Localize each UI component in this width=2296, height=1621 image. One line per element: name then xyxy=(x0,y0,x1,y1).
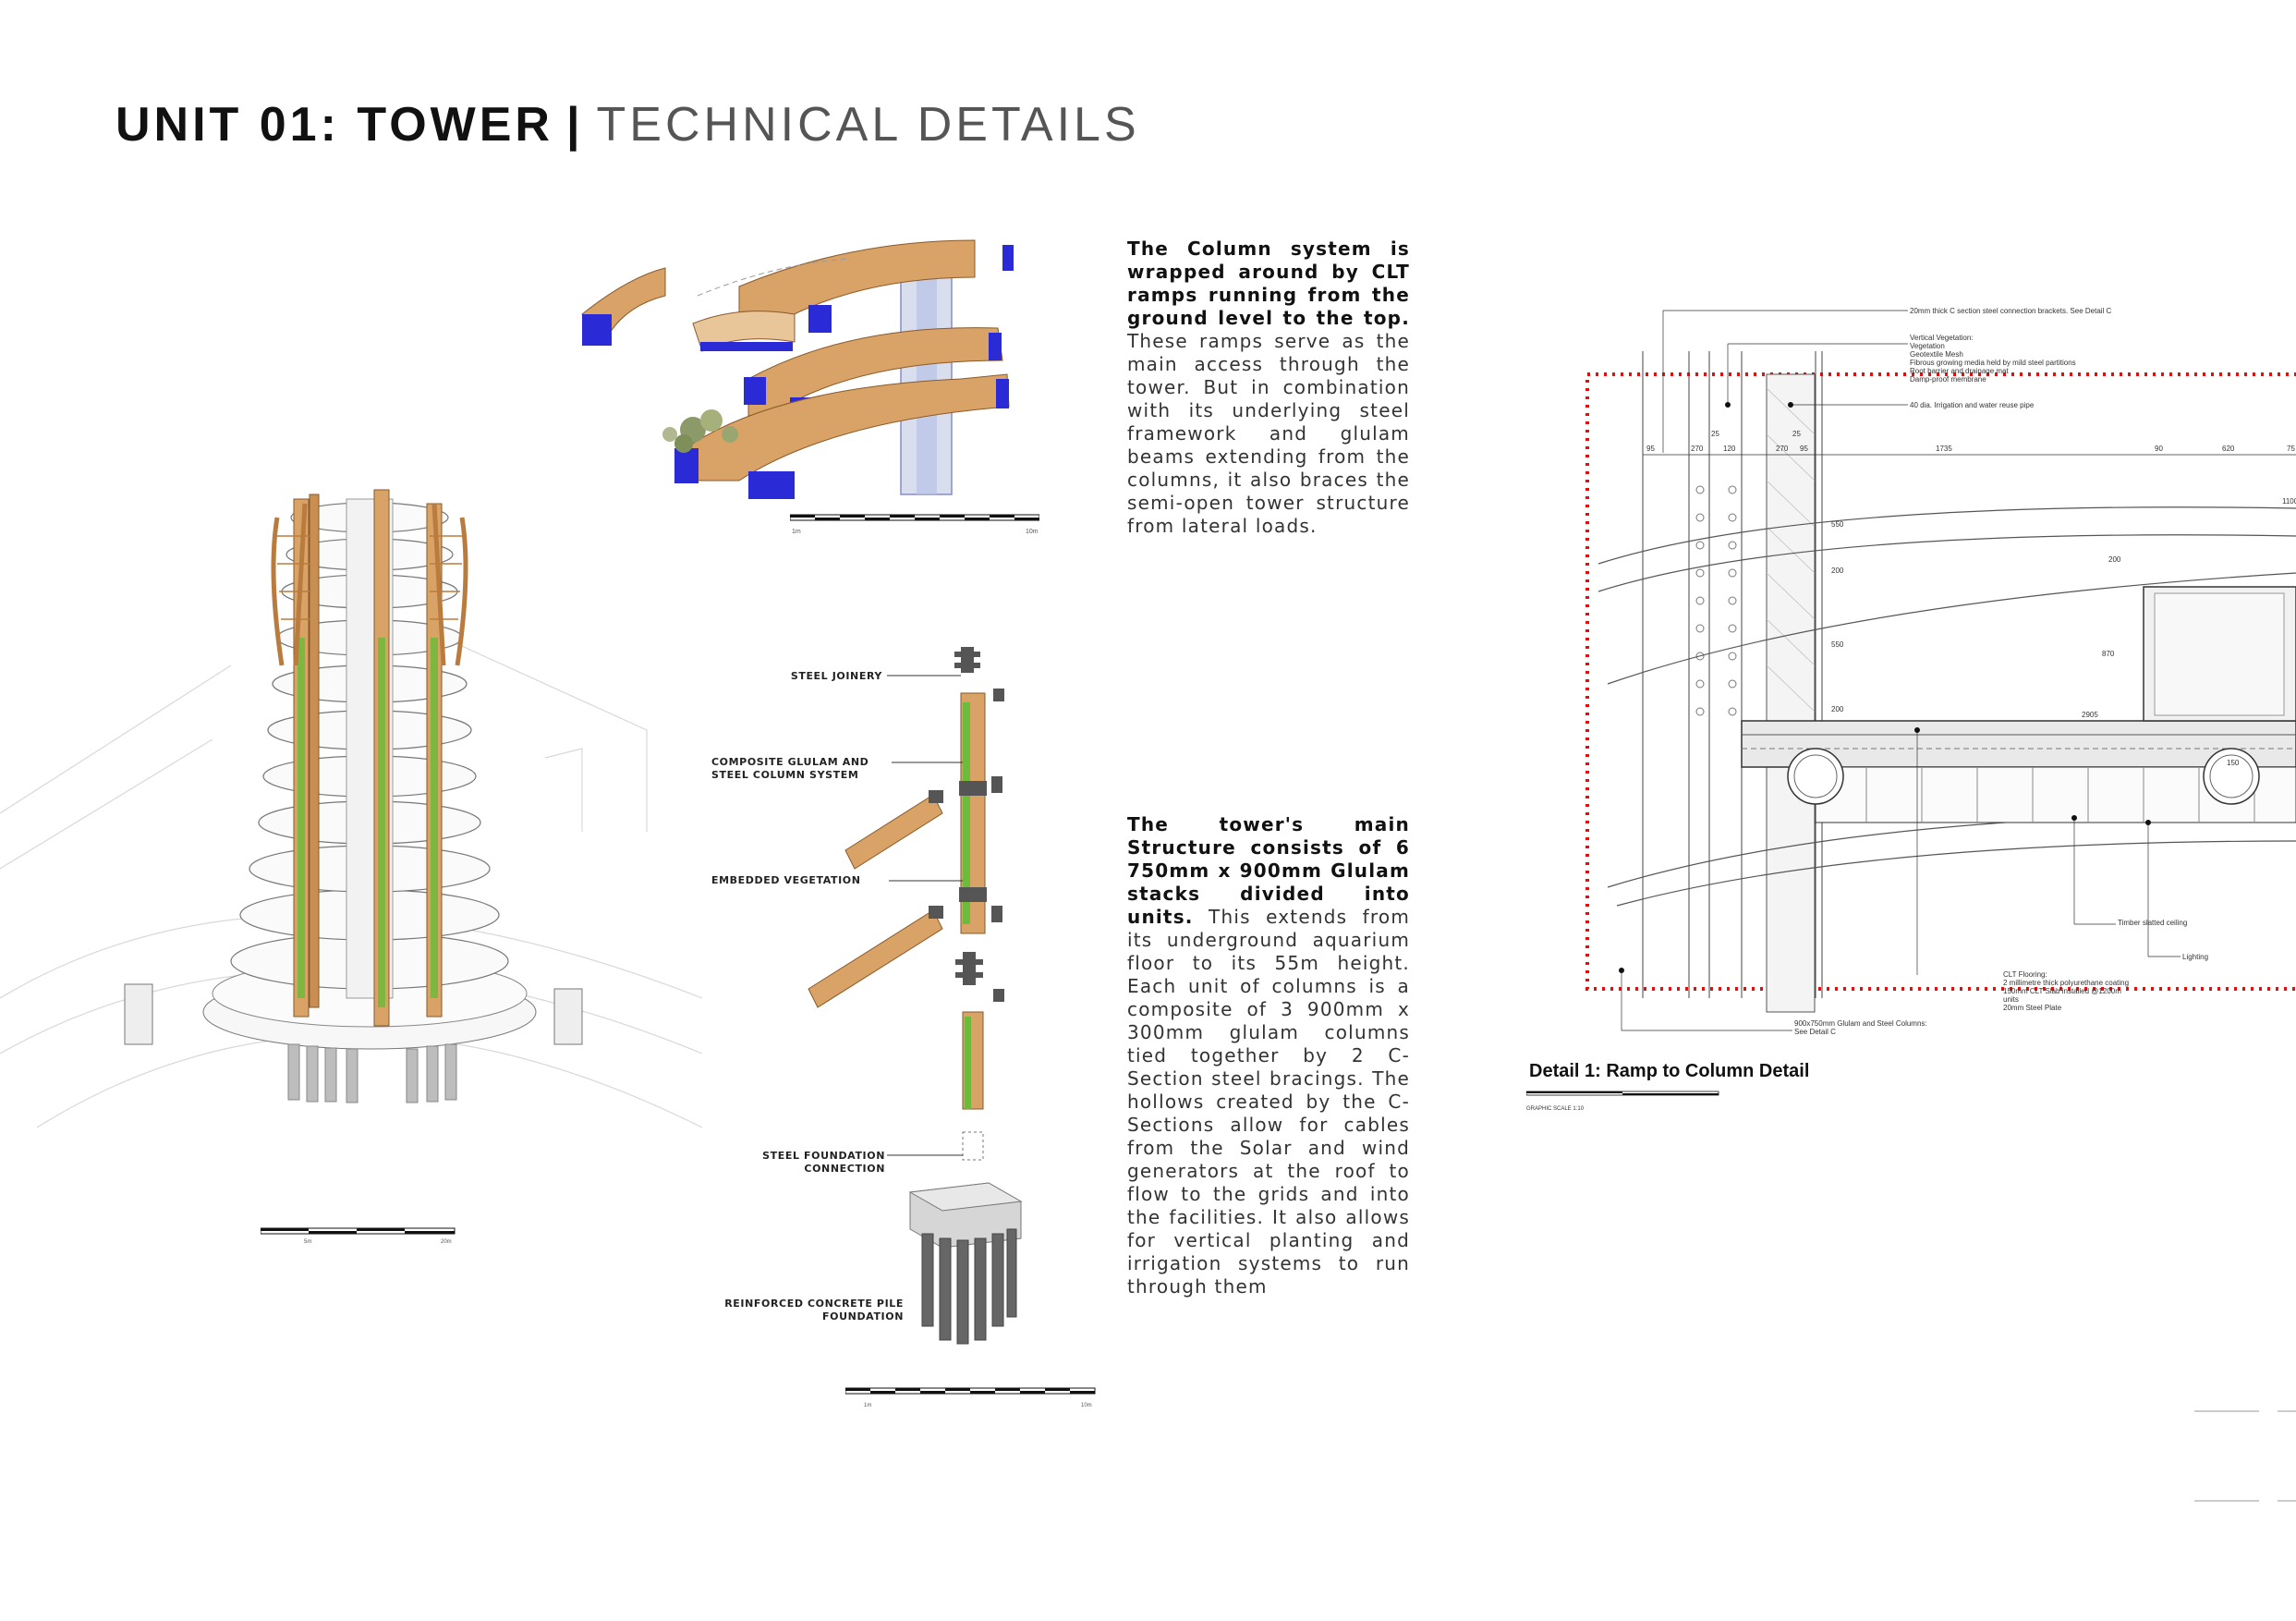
label-pile-foundation: REINFORCED CONCRETE PILE FOUNDATION xyxy=(702,1298,904,1323)
title-separator: | xyxy=(565,98,584,152)
label-pile-line2: FOUNDATION xyxy=(822,1310,904,1322)
tower-scale-bar: 5m 20m xyxy=(261,1227,456,1245)
column-scale-bar: 1m 10m xyxy=(845,1387,1096,1408)
ramp-scale-bar: 1m 10m xyxy=(790,514,1039,535)
crop-marks xyxy=(2194,1410,2296,1502)
note-lighting: Lighting xyxy=(2182,953,2209,961)
note-vv-line5: Root barrier and drainage mat xyxy=(1910,367,2009,375)
tower-axonometric xyxy=(0,489,703,1128)
label-composite-line1: COMPOSITE GLULAM AND xyxy=(711,756,869,768)
detail-scale-label: GRAPHIC SCALE 1:10 xyxy=(1526,1106,1585,1112)
note-vv-line6: Damp-proof membrane xyxy=(1910,375,1986,384)
note-gc-line1: 900x750mm Glulam and Steel Columns: xyxy=(1794,1019,1927,1028)
dim-5: 1735 xyxy=(1936,445,1952,453)
detail-scale-bar xyxy=(1526,1091,1719,1096)
ramp-description-bold: The Column system is wrapped around by C… xyxy=(1127,238,1410,329)
dim-3: 270 xyxy=(1776,445,1789,453)
note-vertical-vegetation: Vertical Vegetation: Vegetation Geotexti… xyxy=(1910,334,2076,384)
note-clt-line2: 2 millimetre thick polyurethane coating xyxy=(2003,979,2130,987)
tower-scale-start: 5m xyxy=(304,1239,311,1245)
dim-17: 150 xyxy=(2227,759,2240,767)
ramp-description-body: These ramps serve as the main access thr… xyxy=(1127,330,1410,537)
note-timber-ceiling: Timber slatted ceiling xyxy=(2118,919,2188,927)
dim-7: 620 xyxy=(2222,445,2235,453)
dim-6: 90 xyxy=(2155,445,2163,453)
ramp-scale-start: 1m xyxy=(792,529,801,535)
dim-12: 200 xyxy=(1831,567,1844,575)
note-irrigation-pipe: 40 dia. Irrigation and water reuse pipe xyxy=(1910,401,2035,409)
structure-description-body: This extends from its underground aquari… xyxy=(1127,906,1410,1298)
ramp-exploded-diagram xyxy=(581,239,1014,499)
dim-4: 95 xyxy=(1800,445,1808,453)
label-composite-line2: STEEL COLUMN SYSTEM xyxy=(711,769,859,781)
dim-9: 25 xyxy=(1711,430,1719,438)
title-light: TECHNICAL DETAILS xyxy=(596,98,1140,152)
label-embedded-vegetation: EMBEDDED VEGETATION xyxy=(711,874,861,886)
note-clt-line1: CLT Flooring: xyxy=(2003,970,2047,979)
dim-13: 550 xyxy=(1831,640,1844,649)
note-vv-line3: Geotextile Mesh xyxy=(1910,350,1963,359)
label-foundation-connection: STEEL FOUNDATION CONNECTION xyxy=(721,1150,885,1176)
structure-description: The tower's main Structure consists of 6… xyxy=(1127,813,1410,1298)
note-vv-line1: Vertical Vegetation: xyxy=(1910,334,1974,342)
dim-2: 120 xyxy=(1723,445,1736,453)
note-clt-line4: units xyxy=(2003,995,2019,1004)
column-exploded-diagram xyxy=(808,647,1023,1345)
ramp-scale-end: 10m xyxy=(1026,529,1039,535)
dim-18: 2905 xyxy=(2082,711,2098,719)
column-scale-end: 10m xyxy=(1081,1403,1092,1408)
note-clt-line5: 20mm Steel Plate xyxy=(2003,1004,2062,1012)
note-gc-line2: See Detail C xyxy=(1794,1028,1836,1036)
dim-8: 75 xyxy=(2287,445,2295,453)
page-title: UNIT 01: TOWER|TECHNICAL DETAILS xyxy=(115,97,1140,152)
detail-title: Detail 1: Ramp to Column Detail xyxy=(1529,1061,1810,1081)
dim-1: 270 xyxy=(1691,445,1704,453)
dim-15: 870 xyxy=(2102,650,2115,658)
note-clt-flooring: CLT Flooring: 2 millimetre thick polyure… xyxy=(2003,970,2129,1012)
label-foundation-line2: CONNECTION xyxy=(804,1163,885,1175)
ramp-description: The Column system is wrapped around by C… xyxy=(1127,238,1410,538)
note-glulam-columns: 900x750mm Glulam and Steel Columns: See … xyxy=(1794,1019,1927,1036)
dim-10: 25 xyxy=(1792,430,1801,438)
dim-0: 95 xyxy=(1646,445,1655,453)
structure-description-bold: The tower's main Structure consists of 6… xyxy=(1127,813,1410,928)
dim-11: 550 xyxy=(1831,520,1844,529)
label-foundation-line1: STEEL FOUNDATION xyxy=(762,1150,885,1162)
note-connection-brackets: 20mm thick C section steel connection br… xyxy=(1910,307,2112,315)
title-bold: UNIT 01: TOWER xyxy=(115,98,553,152)
column-leader-lines xyxy=(887,675,963,1156)
dim-14: 200 xyxy=(1831,705,1844,713)
note-clt-line3: 150mm CLT Slab installed @1200m xyxy=(2003,987,2121,995)
dim-19: 1100 xyxy=(2282,497,2296,506)
label-composite: COMPOSITE GLULAM AND STEEL COLUMN SYSTEM xyxy=(711,756,892,782)
label-steel-joinery: STEEL JOINERY xyxy=(790,670,882,682)
label-pile-line1: REINFORCED CONCRETE PILE xyxy=(724,1298,904,1310)
tower-scale-end: 20m xyxy=(441,1239,452,1245)
column-scale-start: 1m xyxy=(864,1403,871,1408)
ramp-column-detail-drawing: 95 270 120 270 95 1735 90 620 75 25 25 5… xyxy=(1585,310,2296,1031)
dim-16: 200 xyxy=(2108,555,2121,564)
note-vv-line2: Vegetation xyxy=(1910,342,1945,350)
note-vv-line4: Fibrous growing media held by mild steel… xyxy=(1910,359,2076,367)
